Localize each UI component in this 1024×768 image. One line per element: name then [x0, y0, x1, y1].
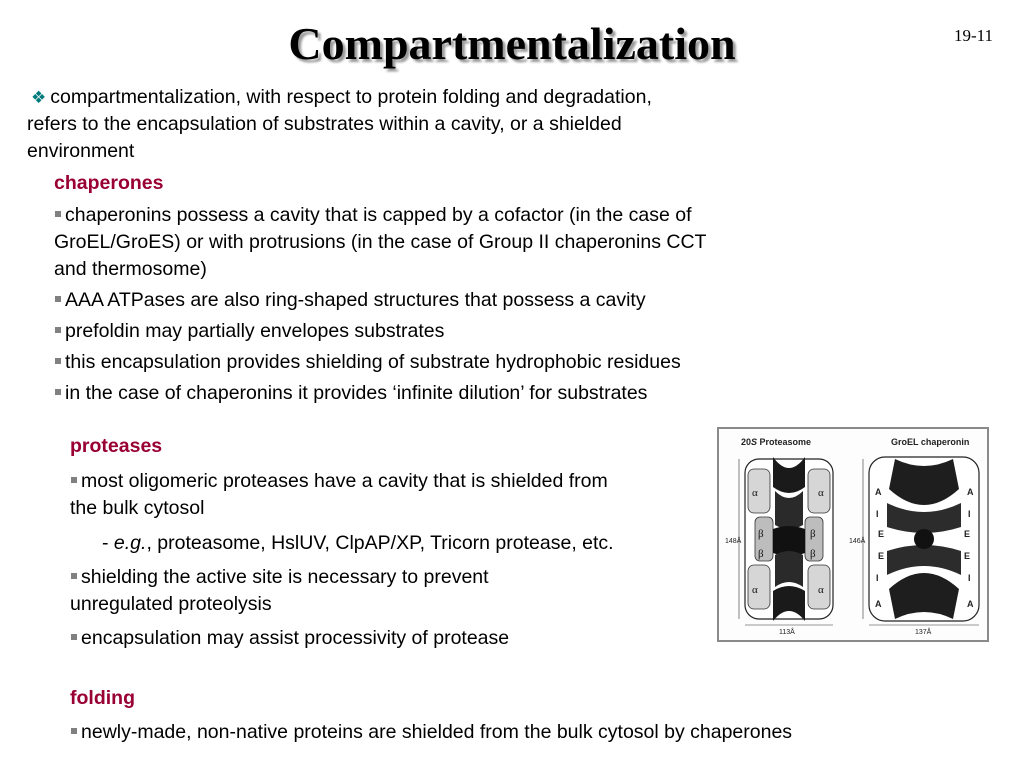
svg-text:I: I — [968, 573, 971, 583]
example-dash: - — [102, 532, 114, 554]
svg-text:E: E — [964, 551, 970, 561]
svg-text:A: A — [875, 599, 882, 609]
groel-structure: A A I I E E E E I I A A 146Å 137Å — [849, 456, 980, 636]
proteases-bullet-1-line-2: the bulk cytosol — [70, 497, 205, 519]
proteases-example: - e.g., proteasome, HslUV, ClpAP/XP, Tri… — [102, 530, 614, 557]
intro-line-3: environment — [27, 140, 135, 162]
svg-text:E: E — [878, 529, 884, 539]
proteasome-title: 20S Proteasome — [741, 437, 811, 447]
svg-text:β: β — [758, 548, 764, 560]
chaperones-bullet-1-line-3: and thermosome) — [54, 258, 207, 280]
groel-title: GroEL chaperonin — [891, 437, 969, 447]
proteases-bullet-3: encapsulation may assist processivity of… — [70, 625, 509, 652]
intro-line-1: ❖compartmentalization, with respect to p… — [31, 84, 652, 111]
square-bullet-icon — [71, 728, 77, 735]
bullet-text: AAA ATPases are also ring-shaped structu… — [65, 289, 646, 311]
groel-height-label: 146Å — [849, 536, 866, 545]
square-bullet-icon — [55, 211, 61, 218]
example-text: , proteasome, HslUV, ClpAP/XP, Tricorn p… — [146, 532, 614, 554]
bullet-text: this encapsulation provides shielding of… — [65, 351, 681, 373]
chaperones-bullet-4: this encapsulation provides shielding of… — [54, 349, 681, 376]
square-bullet-icon — [55, 327, 61, 334]
proteasome-groel-diagram: 20S Proteasome GroEL chaperonin α α β β … — [725, 437, 980, 636]
chaperones-heading: chaperones — [54, 172, 164, 194]
svg-text:α: α — [752, 584, 758, 596]
proteases-heading: proteases — [70, 435, 163, 457]
svg-text:α: α — [818, 487, 824, 499]
square-bullet-icon — [55, 389, 61, 396]
square-bullet-icon — [71, 634, 77, 641]
proteasome-width-label: 113Å — [779, 627, 795, 636]
folding-heading: folding — [70, 687, 135, 709]
svg-text:α: α — [818, 584, 824, 596]
svg-text:I: I — [876, 509, 879, 519]
chaperones-bullet-5: in the case of chaperonins it provides ‘… — [54, 380, 647, 407]
bullet-text: shielding the active site is necessary t… — [81, 566, 489, 588]
proteases-bullet-2-line-2: unregulated proteolysis — [70, 593, 272, 615]
proteasome-structure: α α β β β β α α 148Å 113Å — [725, 457, 834, 636]
svg-text:E: E — [878, 551, 884, 561]
bullet-text: in the case of chaperonins it provides ‘… — [65, 382, 648, 404]
svg-text:β: β — [810, 528, 816, 540]
svg-text:A: A — [967, 599, 974, 609]
diamond-bullet-icon: ❖ — [31, 88, 47, 107]
slide-title: Compartmentalization — [288, 18, 736, 69]
svg-text:β: β — [810, 548, 816, 560]
proteasome-groel-figure: 20S Proteasome GroEL chaperonin α α β β … — [717, 427, 989, 642]
chaperones-bullet-3: prefoldin may partially envelopes substr… — [54, 318, 444, 345]
svg-text:A: A — [967, 487, 974, 497]
svg-text:I: I — [968, 509, 971, 519]
svg-text:A: A — [875, 487, 882, 497]
proteases-bullet-1: most oligomeric proteases have a cavity … — [70, 468, 608, 495]
square-bullet-icon — [71, 573, 77, 580]
chaperones-bullet-1: chaperonins possess a cavity that is cap… — [54, 202, 692, 229]
square-bullet-icon — [55, 296, 61, 303]
chaperones-bullet-2: AAA ATPases are also ring-shaped structu… — [54, 287, 646, 314]
intro-line-2: refers to the encapsulation of substrate… — [27, 113, 622, 135]
svg-text:I: I — [876, 573, 879, 583]
example-eg: e.g. — [113, 532, 147, 554]
proteases-bullet-2: shielding the active site is necessary t… — [70, 564, 489, 591]
bullet-text: newly-made, non-native proteins are shie… — [81, 721, 793, 743]
folding-bullet-1: newly-made, non-native proteins are shie… — [70, 719, 792, 746]
bullet-text: prefoldin may partially envelopes substr… — [65, 320, 445, 342]
groel-width-label: 137Å — [915, 627, 932, 636]
svg-text:α: α — [752, 487, 758, 499]
bullet-text: encapsulation may assist processivity of… — [81, 627, 510, 649]
proteasome-height-label: 148Å — [725, 536, 742, 545]
intro-text-1: compartmentalization, with respect to pr… — [50, 86, 652, 108]
square-bullet-icon — [71, 477, 77, 484]
slide-number: 19-11 — [954, 26, 994, 45]
square-bullet-icon — [55, 358, 61, 365]
bullet-text: chaperonins possess a cavity that is cap… — [65, 204, 692, 226]
chaperones-bullet-1-line-2: GroEL/GroES) or with protrusions (in the… — [54, 231, 707, 253]
svg-text:E: E — [964, 529, 970, 539]
svg-text:β: β — [758, 528, 764, 540]
bullet-text: most oligomeric proteases have a cavity … — [81, 470, 608, 492]
